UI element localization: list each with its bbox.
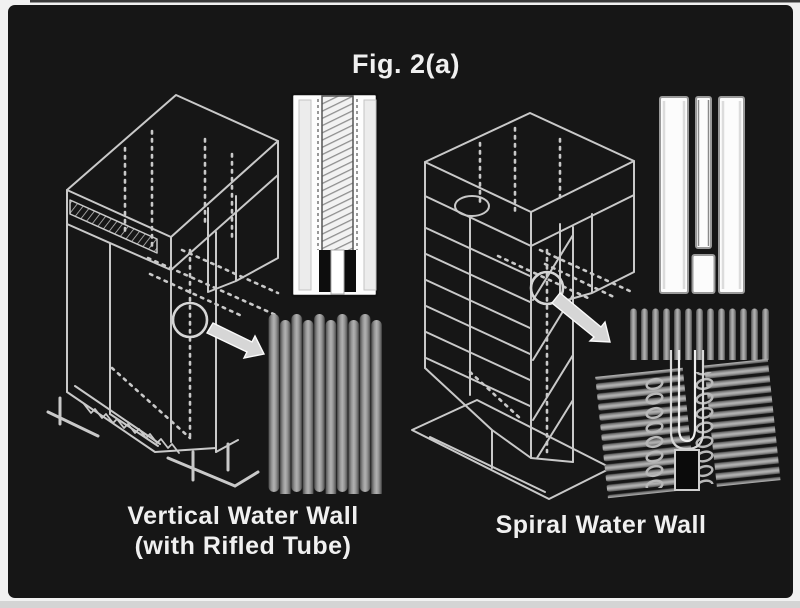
steam-drum (454, 195, 490, 217)
left-caption-line2: (with Rifled Tube) (135, 532, 352, 560)
figure-title: Fig. 2(a) (352, 49, 460, 79)
tube-callout-circle (171, 301, 209, 339)
vertical-boiler-drawing (46, 94, 280, 488)
vertical-loop-comb (628, 308, 771, 360)
spiral-tube-panel (595, 308, 781, 499)
tube-callout-circle (529, 270, 565, 306)
hanger-tubes-dashed (468, 126, 634, 454)
left-caption-line1: Vertical Water Wall (127, 502, 358, 530)
right-callout-arrow-icon (551, 292, 611, 343)
left-callout-arrow-icon (206, 322, 266, 359)
rifled-tube-icon (321, 95, 354, 255)
spiral-wrap-lines (425, 227, 531, 407)
grate-sawtooth (83, 403, 180, 454)
vertical-tube-panel (268, 312, 382, 494)
rifled-tube-inset (290, 92, 379, 298)
smooth-tube-icon (695, 96, 712, 249)
right-caption: Spiral Water Wall (496, 511, 707, 539)
smooth-tube-inset (659, 96, 745, 294)
hanger-tubes-dashed (110, 129, 280, 440)
steam-drum (69, 199, 158, 254)
figure-canvas (8, 5, 793, 598)
